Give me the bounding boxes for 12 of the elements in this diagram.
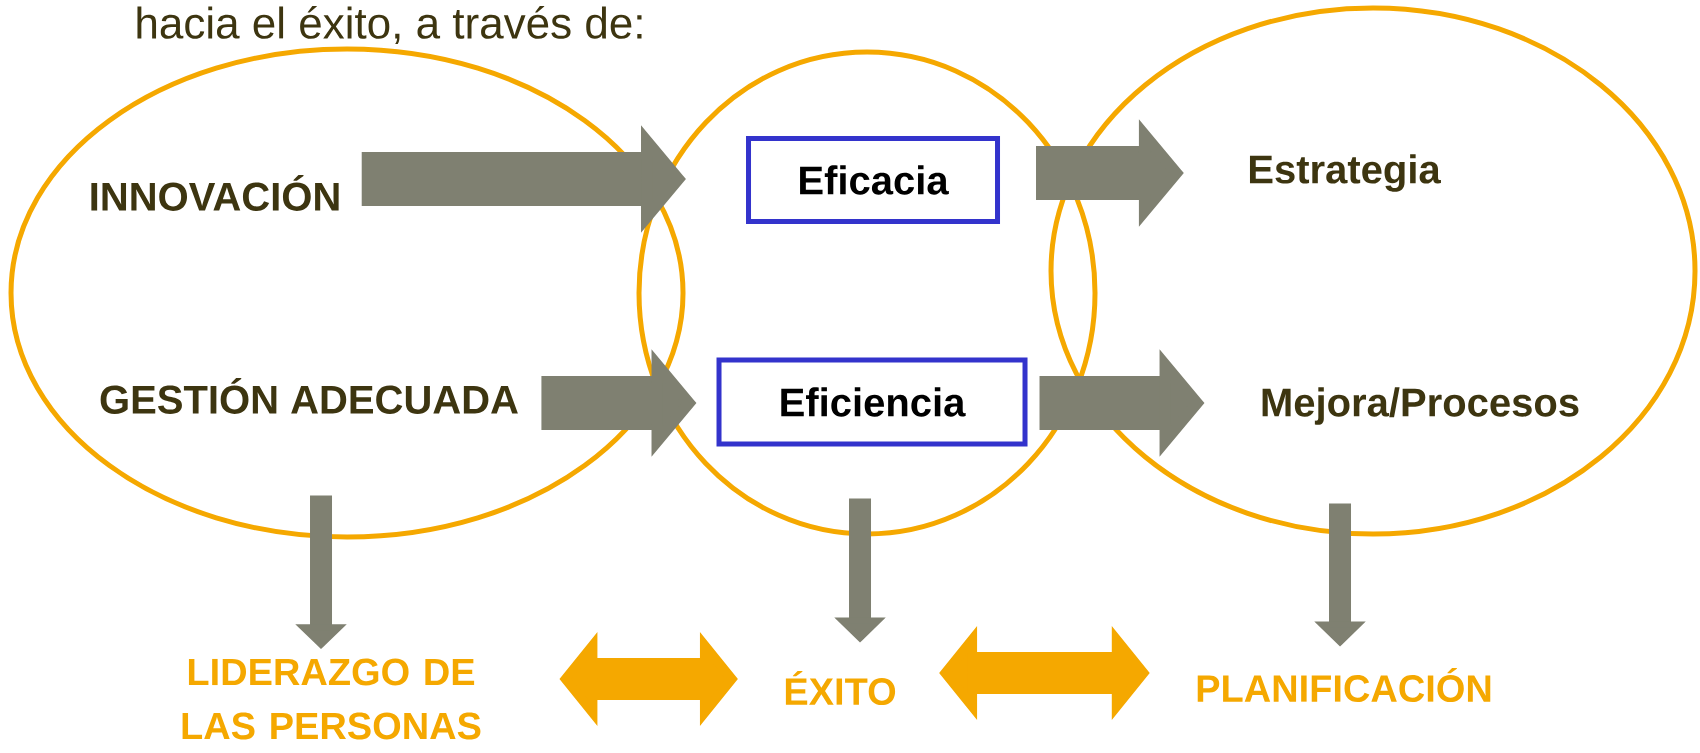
outcome-label: PLANIFICACIÓN: [1197, 668, 1491, 702]
concept-label: INNOVACIÓN: [91, 175, 339, 211]
oval: [8, 46, 686, 540]
outcome-label: ÉXITO: [785, 671, 896, 705]
outcome-label: LIDERAZGO DE LAS PERSONAS: [182, 658, 481, 740]
oval: [1048, 5, 1698, 537]
concept-box: Eficiencia: [716, 357, 1028, 447]
concept-box: Eficacia: [746, 136, 1000, 224]
concept-label: GESTIÓN ADECUADA: [100, 378, 518, 414]
concept-label: Mejora/Procesos: [1262, 387, 1579, 425]
intro-text: hacia el éxito, a través de:: [137, 6, 642, 44]
concept-label: Estrategia: [1249, 154, 1441, 192]
